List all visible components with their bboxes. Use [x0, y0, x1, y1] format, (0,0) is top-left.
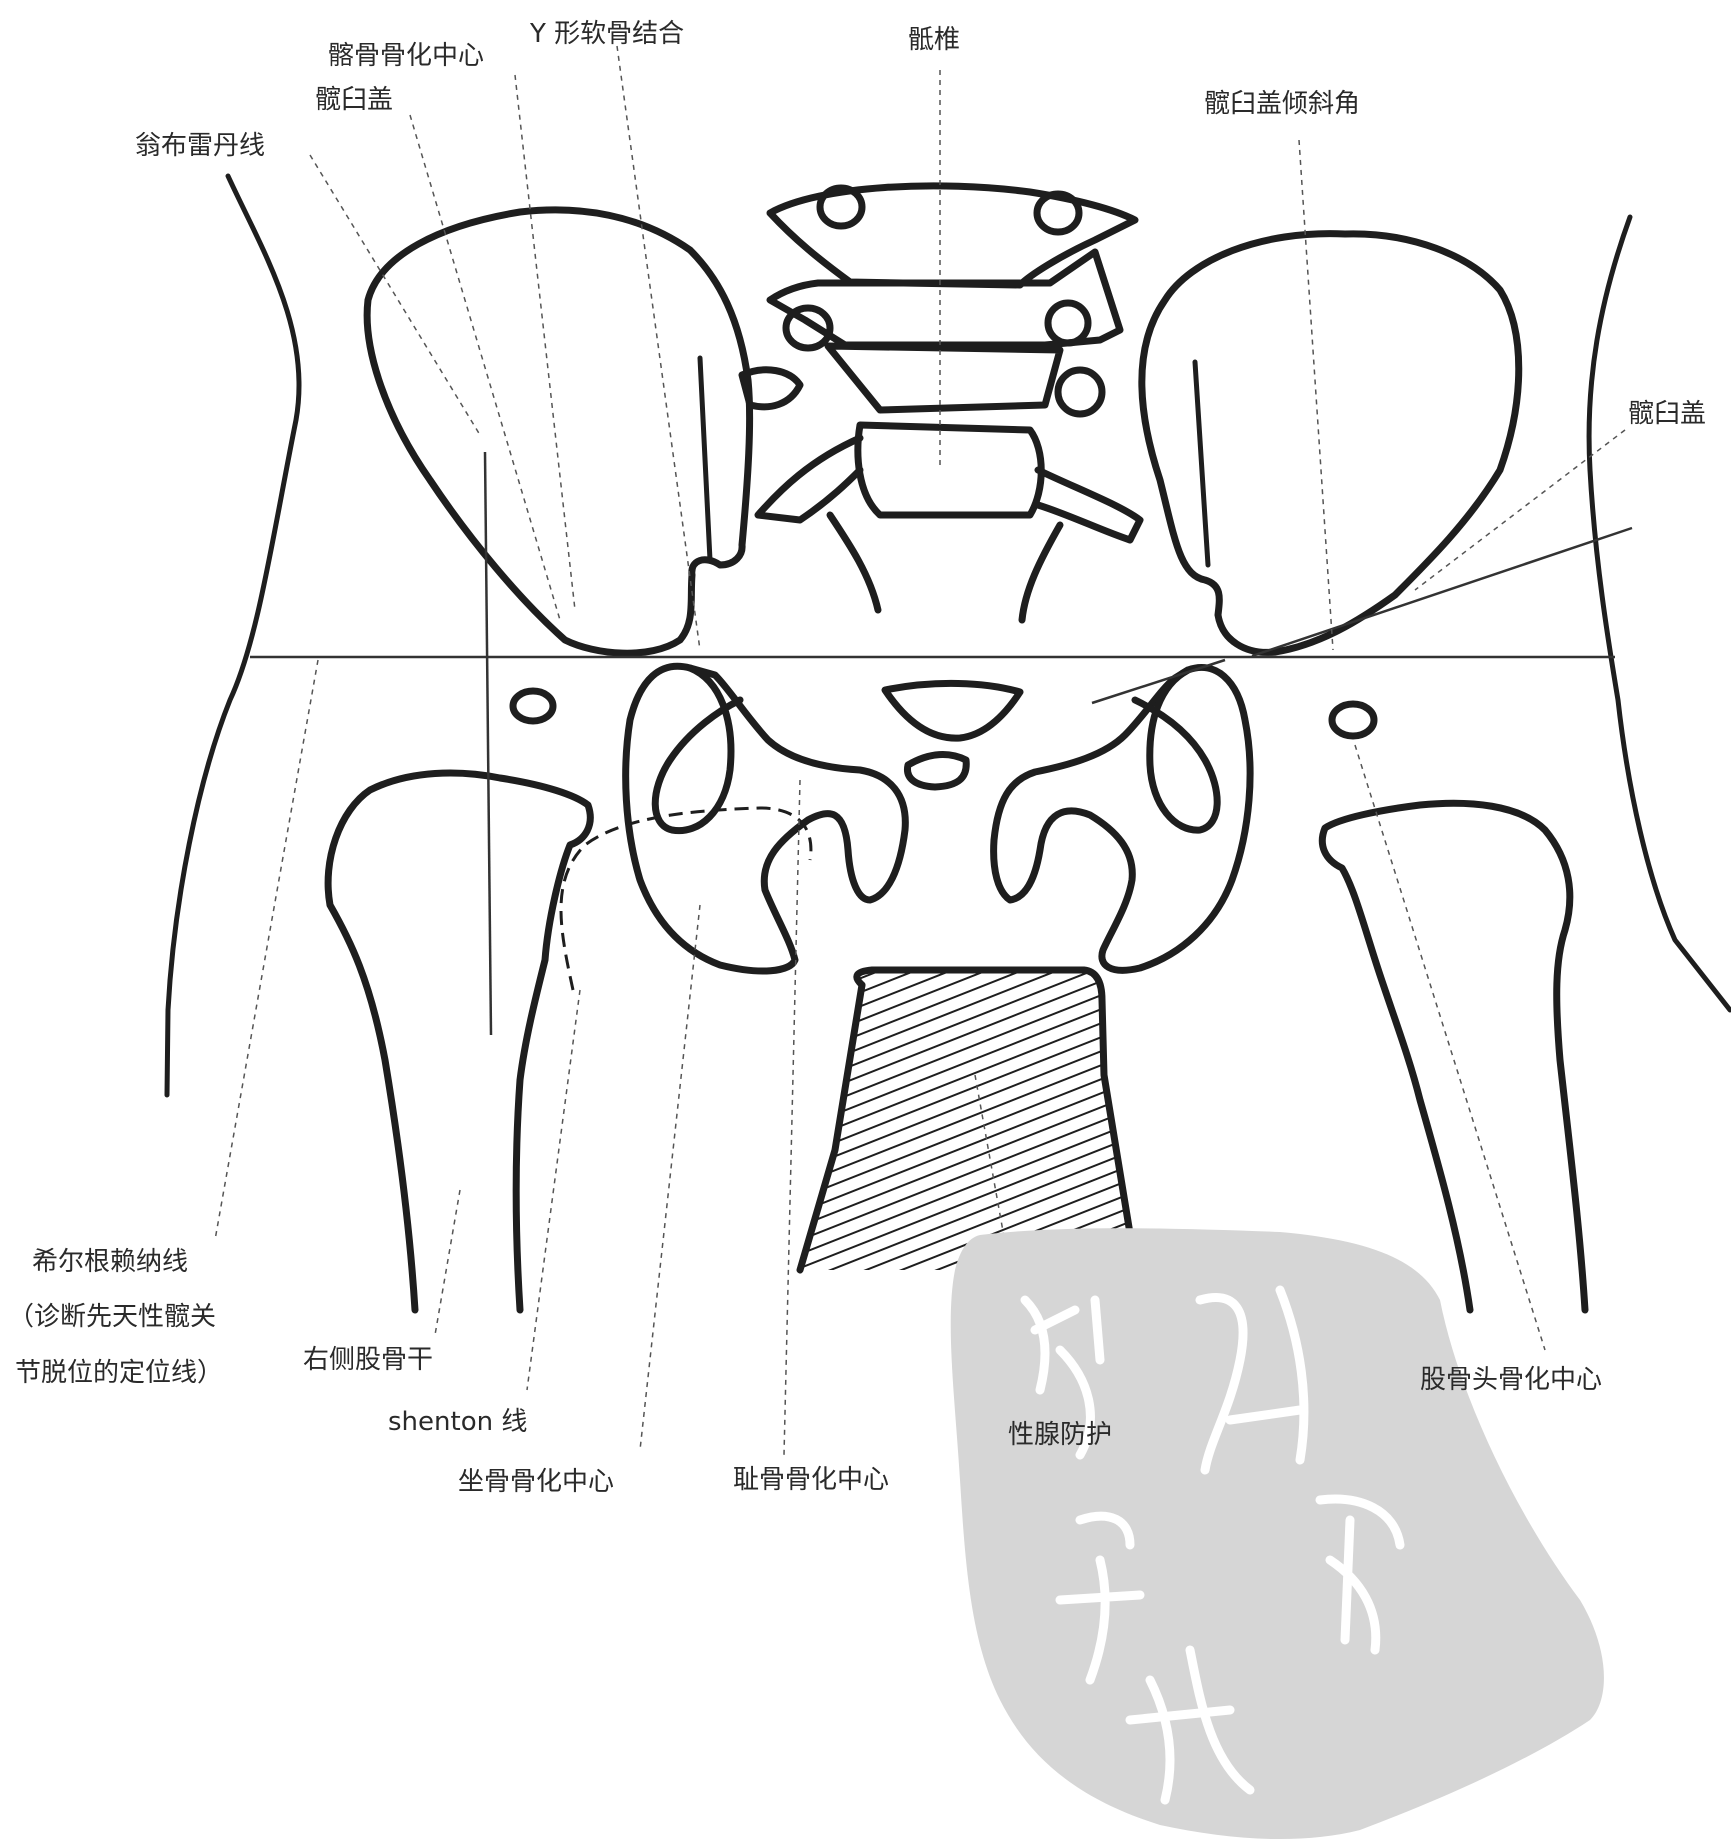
left-soft-tissue-outline — [167, 176, 299, 1095]
label-sacral-vertebra: 骶椎 — [908, 25, 960, 55]
left-femoral-head-nucleus — [1332, 704, 1374, 736]
gonad-shield-hatch-line — [780, 482, 1160, 632]
sacrum — [742, 186, 1140, 620]
gonad-shield-hatch-line — [780, 566, 1160, 716]
right-ilium-inner-line — [700, 358, 710, 560]
gonad-shield-hatch-line — [780, 538, 1160, 688]
gonad-shield-hatch-line — [780, 706, 1160, 856]
label-ilium-ossification: 髂骨骨化中心 — [328, 41, 484, 71]
gonad-shield-hatch-line — [780, 524, 1160, 674]
gonad-shield-hatch-line — [780, 1084, 1160, 1234]
left-ilium-inner-line — [1195, 362, 1208, 565]
right-femoral-head-nucleus — [513, 691, 553, 721]
label-shenton-line: shenton 线 — [388, 1407, 527, 1437]
label-hilgenreiner-line-1: 希尔根赖纳线 — [32, 1247, 188, 1277]
coccyx-tip — [907, 755, 966, 787]
gonad-shield-hatch-line — [780, 580, 1160, 730]
label-y-cartilage: Y 形软骨结合 — [529, 19, 684, 49]
gonad-shield-hatch-line — [780, 734, 1160, 884]
label-femoral-head-ossification: 股骨头骨化中心 — [1420, 1365, 1602, 1395]
label-acetabular-roof-left: 髋臼盖 — [315, 85, 393, 115]
left-obturator-loop — [1135, 670, 1217, 830]
shenton-dashed-arc — [561, 808, 811, 990]
label-pubis-ossification: 耻骨骨化中心 — [733, 1465, 889, 1495]
gonad-shield-hatch-line — [780, 650, 1160, 800]
leader-lines — [215, 46, 1625, 1455]
label-right-femur-shaft: 右侧股骨干 — [303, 1345, 433, 1375]
right-soft-tissue-outline — [1589, 217, 1730, 1010]
coccyx-segment — [885, 683, 1020, 738]
seal-stamp — [951, 1228, 1604, 1839]
left-femur — [1322, 803, 1585, 1310]
label-ischium-ossification: 坐骨骨化中心 — [458, 1467, 614, 1497]
gonad-shield-hatch-line — [780, 720, 1160, 870]
gonad-shield-hatch-line — [780, 762, 1160, 912]
label-ombredanne-line: 翁布雷丹线 — [135, 131, 265, 161]
right-femur — [328, 773, 590, 1310]
gonad-shield-hatch-line — [780, 552, 1160, 702]
right-ilium — [367, 210, 749, 653]
gonad-shield-hatch-line — [780, 636, 1160, 786]
gonad-shield-hatch-line — [780, 790, 1160, 940]
ombredanne-vertical-line — [485, 452, 491, 1035]
label-acetabular-angle: 髋臼盖倾斜角 — [1204, 89, 1360, 119]
label-gonad-shield: 性腺防护 — [1008, 1420, 1112, 1450]
right-pubis-ischium — [626, 666, 906, 971]
label-hilgenreiner-line-3: 节脱位的定位线） — [15, 1358, 223, 1388]
gonad-shield-hatch-line — [780, 594, 1160, 744]
gonad-shield-hatch-line — [780, 776, 1160, 926]
label-hilgenreiner-line-2: （诊断先天性髋关 — [8, 1302, 216, 1332]
label-acetabular-roof-right: 髋臼盖 — [1628, 399, 1706, 429]
